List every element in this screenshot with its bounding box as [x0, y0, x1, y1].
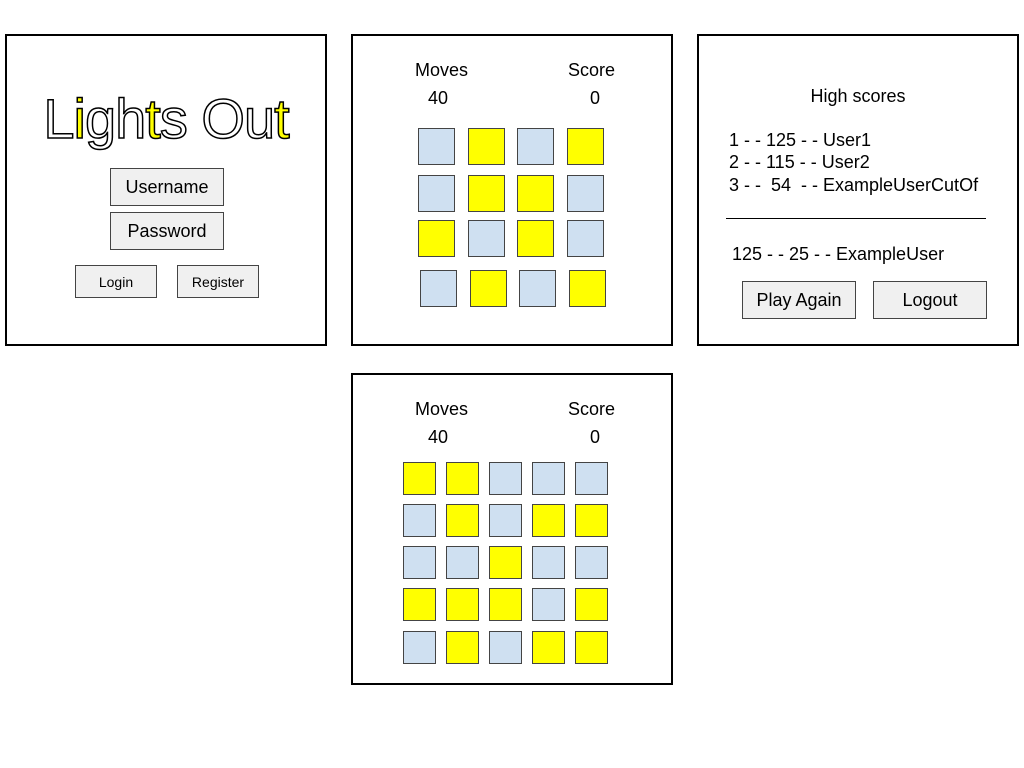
- light-tile[interactable]: [567, 175, 604, 212]
- light-tile[interactable]: [403, 504, 436, 537]
- light-tile[interactable]: [575, 588, 608, 621]
- light-tile[interactable]: [468, 175, 505, 212]
- username-field[interactable]: Username: [110, 168, 224, 206]
- light-tile[interactable]: [468, 220, 505, 257]
- light-tile[interactable]: [446, 504, 479, 537]
- score-value: 0: [590, 88, 601, 108]
- logo-letter: t: [273, 87, 290, 151]
- light-tile[interactable]: [532, 631, 565, 664]
- light-tile[interactable]: [489, 462, 522, 495]
- light-tile[interactable]: [489, 504, 522, 537]
- light-tile[interactable]: [446, 631, 479, 664]
- high-scores-panel: High scores 1 - - 125 - - User1 2 - - 11…: [697, 34, 1019, 346]
- logo-letter: [187, 87, 202, 150]
- light-tile[interactable]: [489, 588, 522, 621]
- logo-letter: i: [73, 87, 87, 151]
- light-tile[interactable]: [470, 270, 507, 307]
- logo-letter: g: [84, 87, 117, 151]
- logo-letter: u: [243, 87, 276, 151]
- light-tile[interactable]: [517, 175, 554, 212]
- logo-letter: L: [43, 87, 76, 151]
- login-button[interactable]: Login: [75, 265, 157, 298]
- light-tile[interactable]: [418, 220, 455, 257]
- light-tile[interactable]: [575, 631, 608, 664]
- score-value: 0: [590, 427, 601, 447]
- score-label: Score: [568, 399, 616, 419]
- logo-letter: s: [159, 87, 189, 151]
- light-tile[interactable]: [567, 220, 604, 257]
- score-label: Score: [568, 60, 616, 80]
- lights-out-logo: Lights Out: [7, 87, 325, 151]
- light-tile[interactable]: [489, 631, 522, 664]
- light-tile[interactable]: [403, 588, 436, 621]
- light-tile[interactable]: [532, 546, 565, 579]
- light-tile[interactable]: [403, 631, 436, 664]
- light-tile[interactable]: [569, 270, 606, 307]
- logo-letter: O: [201, 87, 246, 151]
- light-tile[interactable]: [418, 175, 455, 212]
- logout-button[interactable]: Logout: [873, 281, 987, 319]
- game-panel-4x4: Moves 40 Score 0: [351, 34, 673, 346]
- light-tile[interactable]: [418, 128, 455, 165]
- light-tile[interactable]: [446, 588, 479, 621]
- moves-value: 40: [428, 88, 449, 108]
- game-panel-5x5: Moves 40 Score 0: [351, 373, 673, 685]
- light-tile[interactable]: [519, 270, 556, 307]
- light-tile[interactable]: [446, 546, 479, 579]
- light-tile[interactable]: [575, 462, 608, 495]
- light-tile[interactable]: [420, 270, 457, 307]
- high-score-entry-2: 2 - - 115 - - User2: [729, 152, 870, 172]
- high-score-entry-3: 3 - - 54 - - ExampleUserCutOf: [729, 175, 979, 195]
- password-label: Password: [127, 220, 207, 241]
- logo-letter: t: [145, 87, 162, 151]
- high-scores-title: High scores: [810, 86, 906, 106]
- light-tile[interactable]: [532, 588, 565, 621]
- register-button[interactable]: Register: [177, 265, 259, 298]
- light-tile[interactable]: [517, 128, 554, 165]
- light-tile[interactable]: [532, 504, 565, 537]
- light-tile[interactable]: [489, 546, 522, 579]
- light-tile[interactable]: [446, 462, 479, 495]
- light-tile[interactable]: [532, 462, 565, 495]
- divider: [726, 218, 986, 219]
- moves-label: Moves: [415, 60, 469, 80]
- high-score-entry-1: 1 - - 125 - - User1: [729, 130, 872, 150]
- logo-letter: h: [114, 87, 147, 151]
- light-tile[interactable]: [575, 504, 608, 537]
- light-tile[interactable]: [468, 128, 505, 165]
- login-panel: Lights Out Username Password Login Regis…: [5, 34, 327, 346]
- moves-label: Moves: [415, 399, 469, 419]
- light-tile[interactable]: [575, 546, 608, 579]
- moves-value: 40: [428, 427, 449, 447]
- light-tile[interactable]: [567, 128, 604, 165]
- current-score: 125 - - 25 - - ExampleUser: [732, 244, 945, 264]
- play-again-button[interactable]: Play Again: [742, 281, 856, 319]
- light-tile[interactable]: [517, 220, 554, 257]
- password-field[interactable]: Password: [110, 212, 224, 250]
- username-label: Username: [125, 176, 209, 197]
- light-tile[interactable]: [403, 462, 436, 495]
- light-tile[interactable]: [403, 546, 436, 579]
